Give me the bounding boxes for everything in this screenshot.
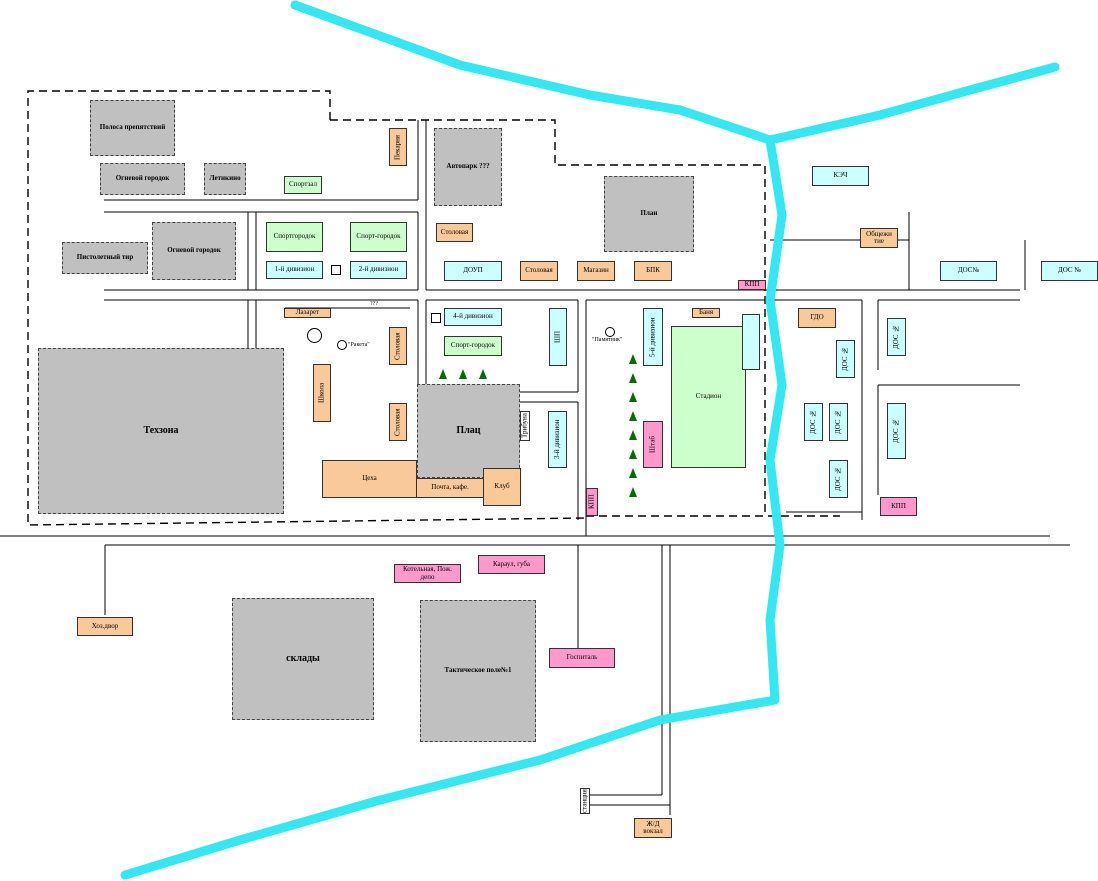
tree-icon	[629, 373, 637, 383]
division-1: 1-й дивизион	[266, 261, 323, 279]
tree-icon	[629, 449, 637, 459]
round-structure-marker	[307, 328, 322, 343]
boiler-fire-depot: Котельная, Пож. депо	[394, 564, 461, 583]
river	[120, 0, 1060, 880]
canteen-4: Столовая	[389, 403, 407, 441]
tactical-field: Тактическое поле№1	[420, 600, 536, 742]
headquarters: Штаб	[643, 421, 663, 468]
dormitory: Общежи тие	[860, 228, 898, 248]
housing-6: ДОС №	[829, 403, 848, 441]
sports-ground-1: Спортгородок	[266, 222, 323, 252]
tree-icon	[629, 487, 637, 497]
fire-range-2: Огневой городок	[152, 222, 236, 280]
tree-icon	[459, 369, 467, 379]
guardhouse: Караул, губа	[478, 555, 545, 574]
housing-4: ДОС №	[887, 318, 906, 356]
checkpoint-3: КПП	[586, 488, 598, 516]
division-2: 2-й дивизион	[350, 261, 407, 279]
tech-zone: Техзона	[38, 348, 284, 514]
warehouses: склады	[232, 598, 374, 720]
summer-cinema: Летнкино	[204, 163, 246, 195]
housing-1: ДОС№	[940, 261, 997, 281]
club: Клуб	[483, 468, 521, 506]
rocket-label: "Ракета"	[348, 342, 370, 348]
rocket-monument-marker	[337, 340, 347, 350]
railway-station: Ж/Д вокзал	[634, 818, 672, 838]
parade-ground-top: План	[604, 176, 694, 252]
housing-maintenance: КЭЧ	[812, 166, 869, 186]
tree-icon	[629, 411, 637, 421]
division-4: 4-й дивизион	[444, 308, 502, 326]
housing-5: ДОС №	[804, 403, 823, 441]
housing-3: ДОС №	[836, 340, 855, 378]
housing-8: ДОС №	[829, 460, 848, 498]
memorial-label: "Памятник"	[592, 337, 623, 343]
motor-pool: Автопарк ???	[434, 128, 502, 206]
roads	[0, 120, 1070, 815]
canteen-1: Столовая	[436, 223, 473, 242]
fire-range-1: Огневой городок	[100, 163, 185, 195]
tribune: Трибуна	[520, 411, 530, 441]
sports-ground-2: Спорт-городок	[350, 222, 407, 252]
tree-icon	[629, 468, 637, 478]
division-5: 5-й дивизион	[643, 308, 663, 366]
utility-yard: Хоз.двор	[77, 617, 133, 636]
tree-icon	[479, 369, 487, 379]
hospital: Госпиталь	[549, 648, 615, 668]
small-structure-marker	[331, 265, 341, 275]
perimeter-fence	[27, 90, 840, 526]
officers-house: ГДО	[798, 308, 836, 328]
housing-2: ДОС №	[1041, 261, 1098, 281]
housing-7: ДОС №	[887, 403, 906, 459]
canteen-3: Столовая	[389, 327, 407, 365]
division-3: 3-й дивизион	[548, 411, 567, 468]
infirmary: Лазарет	[284, 308, 331, 318]
kindergarten: ДОУП	[444, 261, 502, 281]
post-office-cafe: Почта, кафе.	[416, 478, 484, 498]
obstacle-course: Полоса препятствий	[90, 100, 175, 156]
checkpoint-1: КПП	[738, 280, 766, 290]
stadium: Стадион	[671, 326, 746, 468]
parade-ground: Плац	[417, 384, 520, 478]
shop: Магазин	[577, 261, 615, 281]
school: Школа	[313, 364, 331, 422]
tree-icon	[439, 369, 447, 379]
pistol-range: Пистолетный тир	[62, 242, 148, 274]
small-structure-marker	[431, 313, 441, 323]
bakery: Пекарня	[389, 128, 407, 166]
small-station-building: станция	[580, 788, 590, 814]
checkpoint-2: КПП	[880, 497, 917, 516]
canteen-2: Столовая	[520, 261, 558, 281]
stadium-stand-building	[742, 314, 760, 370]
gym: Спортзал	[284, 176, 322, 194]
sports-ground-3: Спорт-городок	[444, 336, 502, 356]
memorial-marker	[605, 327, 615, 337]
tree-icon	[629, 354, 637, 364]
training-point: ШП	[549, 308, 567, 366]
unknown-label: ???	[370, 301, 378, 307]
workshops: Цеха	[322, 460, 417, 498]
tree-icon	[629, 430, 637, 440]
bathhouse: Баня	[692, 308, 720, 318]
bpk-building: БПК	[634, 261, 672, 281]
tree-icon	[629, 392, 637, 402]
